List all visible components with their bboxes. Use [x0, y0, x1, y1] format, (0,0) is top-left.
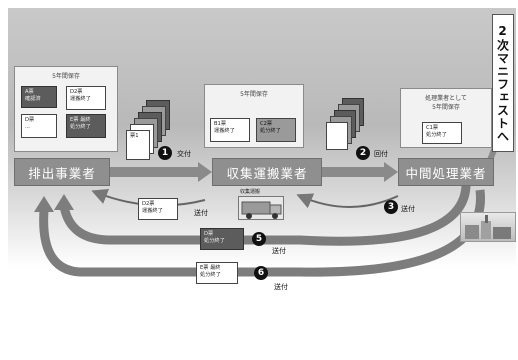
doc-c2: C2票 処分終了 [256, 118, 296, 142]
node-collector: 収集運搬業者 [212, 158, 322, 186]
processor-storage-title: 処理業者として 5年間保存 [401, 93, 491, 111]
step-3-badge: 3 [384, 200, 398, 214]
step-5-badge: 5 [252, 232, 266, 246]
doc-b1: B1票 運搬終了 [210, 118, 250, 142]
node-emitter: 排出事業者 [14, 158, 110, 186]
arrowhead-5 [54, 194, 74, 210]
processing-plant-icon [460, 212, 516, 242]
doc-a: A票 確認済 [21, 86, 57, 108]
doc-c1: C1票 処分終了 [422, 122, 462, 144]
stack2-sheet-1 [326, 122, 348, 150]
returned-doc-e: E票 最終 処分終了 [196, 262, 238, 284]
doc-d2: D2票 運搬終了 [66, 86, 106, 110]
arrowhead-6 [34, 196, 54, 212]
truck-icon [238, 196, 284, 220]
step-2-badge: 2 [356, 146, 370, 160]
stack1-sheet-1: 票1 [126, 130, 150, 160]
arrowhead-2 [384, 162, 398, 182]
collector-storage-title: 5年間保存 [205, 89, 303, 98]
step-6-label: 送付 [274, 282, 288, 292]
emitter-storage-title: 5年間保存 [15, 71, 117, 80]
arrowhead-1 [198, 162, 212, 182]
node-processor: 中間処理業者 [398, 158, 494, 186]
secondary-manifest-title: 2次マニフェストへ [492, 14, 514, 152]
step-6-badge: 6 [254, 266, 268, 280]
step-2-label: 回付 [374, 149, 388, 159]
step-3-label: 送付 [401, 204, 415, 214]
step-1-badge: 1 [158, 146, 172, 160]
step-4-label: 送付 [194, 208, 208, 218]
step-1-label: 交付 [177, 149, 191, 159]
truck-label: 収集運搬 [240, 188, 260, 195]
doc-e: E票 最終 処分終了 [66, 114, 106, 138]
doc-d: D票 ... [21, 114, 57, 138]
returned-doc-d: D票 処分終了 [200, 228, 244, 250]
returned-doc-d2: D2票 運搬終了 [138, 198, 178, 220]
truck-drawing [239, 197, 285, 221]
plant-drawing [461, 213, 517, 243]
step-5-label: 送付 [272, 246, 286, 256]
